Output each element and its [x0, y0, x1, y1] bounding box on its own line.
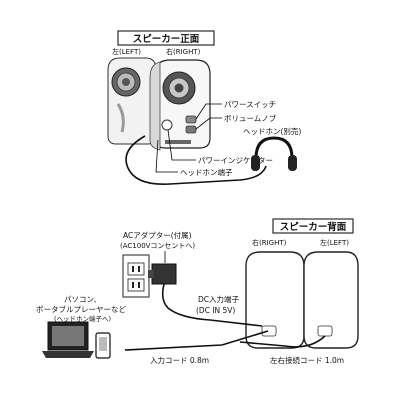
- ac-adapter-cable: [161, 283, 263, 327]
- source-label-2: ポータブルプレーヤーなど: [36, 304, 126, 314]
- front-view-section: スピーカー正面 左(LEFT) 右(RIGHT): [107, 30, 301, 185]
- lr-cord-label: 左右接続コード 1.0m: [270, 355, 344, 365]
- left-speaker-front: [107, 57, 157, 145]
- volume-knob: [185, 125, 197, 134]
- source-label-1: パソコン、: [64, 295, 101, 304]
- back-left-label: 左(LEFT): [320, 238, 349, 247]
- headphones-label: ヘッドホン(別売): [243, 126, 301, 136]
- right-speaker-back: [245, 251, 305, 349]
- dc-jack-label-1: DC入力端子: [198, 294, 240, 304]
- front-title-box: [117, 30, 215, 46]
- right-speaker-front: [149, 59, 211, 151]
- back-title-box: [272, 218, 354, 234]
- power-indicator-label: パワーインジケーター: [198, 156, 273, 165]
- laptop-icon: [42, 321, 94, 358]
- source-label-3: (ヘッドホン端子へ): [54, 314, 111, 323]
- input-cord-label: 入力コード 0.8m: [150, 355, 209, 365]
- headphone-jack-label: ヘッドホン端子: [180, 167, 233, 177]
- headphones-icon: [251, 136, 297, 171]
- back-title: スピーカー背面: [280, 221, 347, 233]
- lr-connection-cable: [239, 335, 326, 348]
- left-speaker-back: [303, 251, 359, 349]
- input-cable: [124, 330, 269, 351]
- front-right-label: 右(RIGHT): [166, 47, 201, 56]
- ac-adapter-label-2: (AC100Vコンセントへ): [120, 242, 195, 250]
- dc-jack-label-2: (DC IN 5V): [196, 306, 235, 315]
- ac-adapter-icon: [148, 263, 177, 285]
- back-right-label: 右(RIGHT): [252, 238, 287, 247]
- wall-outlet-icon: [122, 254, 150, 298]
- front-title: スピーカー正面: [133, 33, 200, 45]
- front-left-label: 左(LEFT): [112, 47, 141, 56]
- front-callouts: [155, 103, 222, 173]
- ac-adapter-label-1: ACアダプター(付属): [123, 230, 192, 240]
- power-switch-label: パワースイッチ: [224, 100, 276, 109]
- back-view-section: スピーカー背面 右(RIGHT) 左(LEFT) ACアダプター(: [36, 218, 359, 365]
- power-switch: [185, 115, 197, 124]
- volume-knob-label: ボリュームノブ: [224, 113, 277, 123]
- portable-player-icon: [95, 332, 111, 359]
- headphone-cable: [125, 135, 267, 185]
